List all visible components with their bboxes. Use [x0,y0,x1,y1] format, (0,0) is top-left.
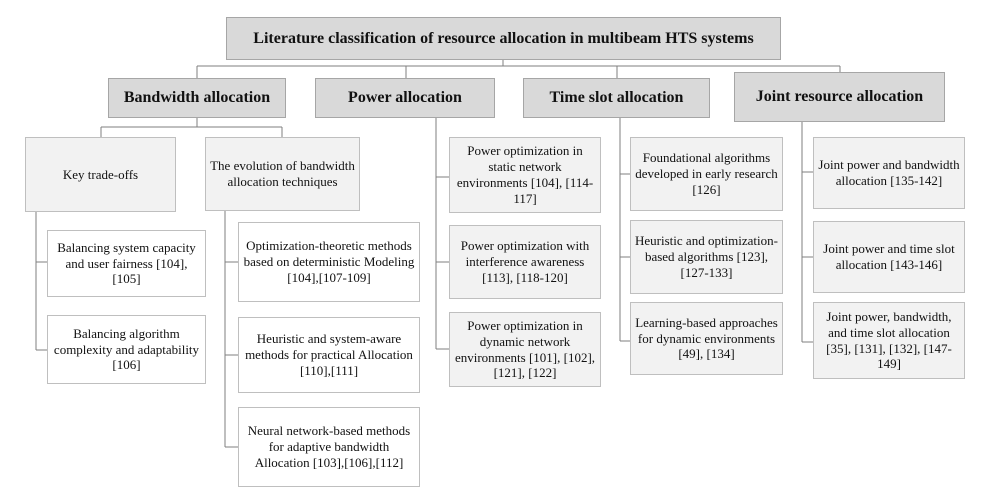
tradeoff-complexity-adaptability: Balancing algorithm complexity and adapt… [47,315,206,384]
bandwidth-key-tradeoffs: Key trade-offs [25,137,176,212]
bandwidth-evolution-techniques: The evolution of bandwidth allocation te… [205,137,360,211]
evolution-optimization-theoretic: Optimization-theoretic methods based on … [238,222,420,302]
category-time-slot-allocation: Time slot allocation [523,78,710,118]
category-power-allocation: Power allocation [315,78,495,118]
joint-power-bandwidth-timeslot: Joint power, bandwidth, and time slot al… [813,302,965,379]
timeslot-foundational-algorithms: Foundational algorithms developed in ear… [630,137,783,211]
category-bandwidth-allocation: Bandwidth allocation [108,78,286,118]
timeslot-learning-based: Learning-based approaches for dynamic en… [630,302,783,375]
joint-power-bandwidth: Joint power and bandwidth allocation [13… [813,137,965,209]
root-title: Literature classification of resource al… [226,17,781,60]
power-dynamic-environments: Power optimization in dynamic network en… [449,312,601,387]
power-static-environments: Power optimization in static network env… [449,137,601,213]
timeslot-heuristic-optimization: Heuristic and optimization-based algorit… [630,220,783,294]
evolution-neural-network: Neural network-based methods for adaptiv… [238,407,420,487]
tradeoff-capacity-fairness: Balancing system capacity and user fairn… [47,230,206,297]
category-joint-resource-allocation: Joint resource allocation [734,72,945,122]
power-interference-awareness: Power optimization with interference awa… [449,225,601,299]
evolution-heuristic-system-aware: Heuristic and system-aware methods for p… [238,317,420,393]
joint-power-timeslot: Joint power and time slot allocation [14… [813,221,965,293]
